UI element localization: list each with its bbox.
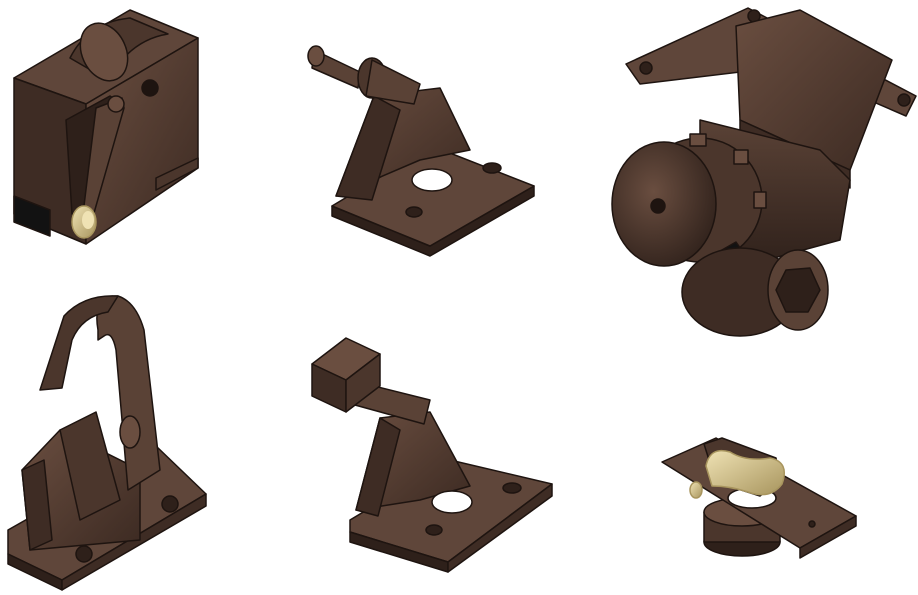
cartridge-housing-icon — [13, 9, 199, 245]
pin-bracket-icon — [307, 45, 535, 257]
square-post-bracket-icon — [311, 337, 553, 573]
hook-mount-icon — [7, 295, 207, 591]
roller-guide-plate-icon — [661, 437, 857, 559]
pulley-gear-assembly-icon — [611, 7, 917, 337]
